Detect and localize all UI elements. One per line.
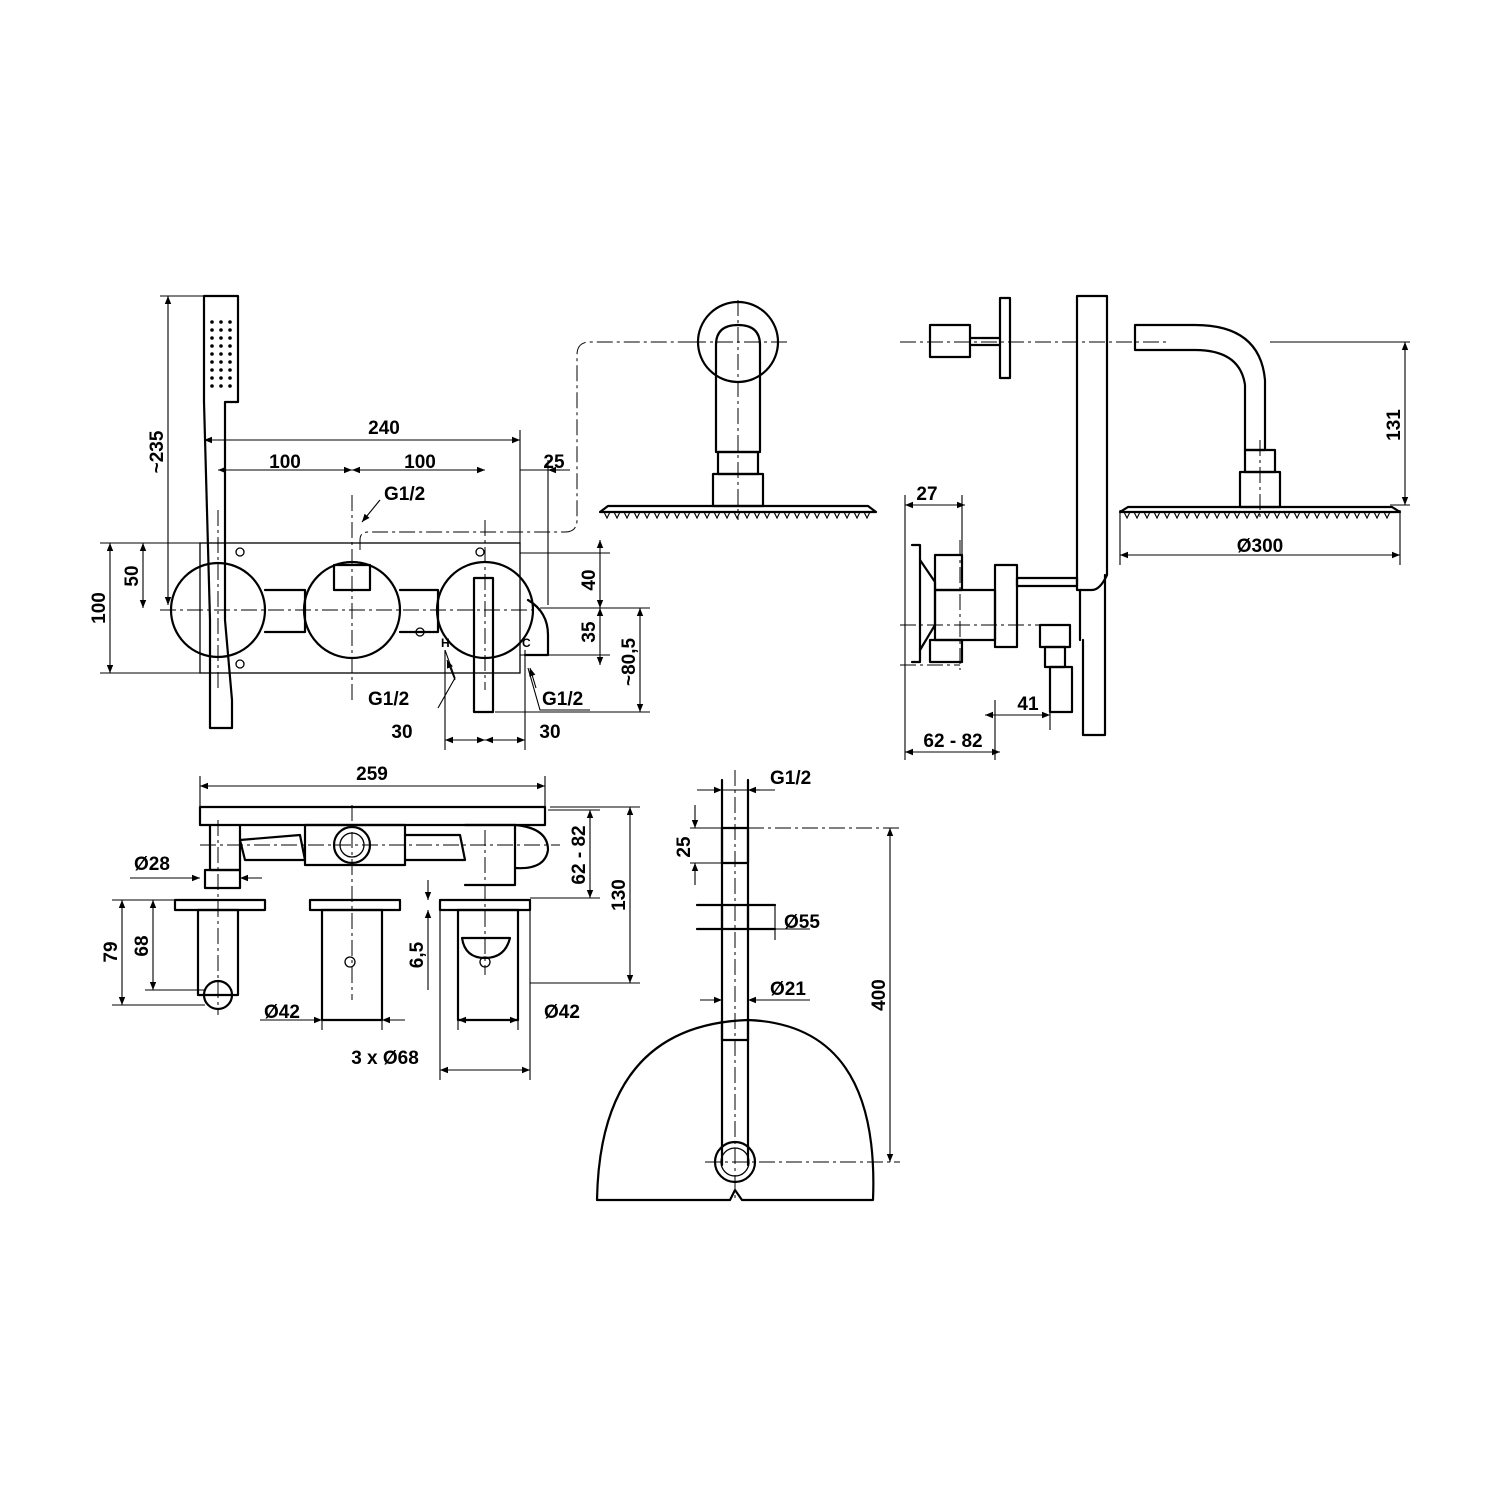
thread-g12-top: G1/2 <box>384 484 425 505</box>
rain-head-plan <box>595 1018 875 1202</box>
dim-240: 240 <box>368 418 400 439</box>
dim-400: 400 <box>869 979 890 1011</box>
pipe-right-top <box>403 833 467 862</box>
spout-top <box>513 823 550 870</box>
right-handle-top <box>456 908 520 1022</box>
dim-259: 259 <box>356 764 388 785</box>
top-view: 259 Ø28 79 68 6,5 62 - 82 130 Ø42 Ø42 3 … <box>101 764 640 1080</box>
rosette-plan <box>695 903 777 931</box>
handle-stem-side <box>1015 576 1079 588</box>
diverter-body-top <box>208 823 242 872</box>
dim-6-5: 6,5 <box>407 941 428 968</box>
shower-arm-plan: G1/2 25 Ø55 Ø21 400 <box>595 768 900 1202</box>
dim-50: 50 <box>122 565 143 586</box>
dim-27: 27 <box>916 484 937 505</box>
shower-head-side <box>1118 505 1402 514</box>
front-view: 240 100 100 25 G1/2 ~235 100 50 40 35 ~8… <box>89 294 700 750</box>
hand-shower-side <box>1075 294 1109 592</box>
side-view: 27 131 Ø300 41 62 - 82 <box>900 294 1410 760</box>
dim-30-left: 30 <box>391 722 412 743</box>
hand-outlet-top <box>203 868 242 890</box>
valve-box <box>933 588 997 642</box>
dim-68: 68 <box>132 935 153 956</box>
coupler-right <box>398 588 440 634</box>
arm-stub-side <box>928 323 972 359</box>
dim-25-arm: 25 <box>674 836 695 858</box>
right-lever-handle <box>472 576 495 714</box>
lever-top <box>460 936 512 960</box>
right-body-top <box>463 823 517 887</box>
coupler-left <box>263 588 307 634</box>
rosette-top-left <box>173 898 267 912</box>
dim-80-5: ~80,5 <box>619 638 640 687</box>
dim-100-height: 100 <box>89 592 110 624</box>
shower-arm-front <box>714 323 762 454</box>
dim-235: ~235 <box>147 430 168 473</box>
valve-box-top <box>933 553 964 592</box>
dim-30-right: 30 <box>539 722 560 743</box>
dim-41: 41 <box>1017 694 1039 715</box>
top-plate <box>198 805 547 827</box>
rosette-side <box>993 563 1019 649</box>
dim-40: 40 <box>579 569 600 590</box>
valve-box-bottom <box>928 638 964 664</box>
dim-dia-21: Ø21 <box>770 979 806 1000</box>
dim-3x68: 3 x Ø68 <box>351 1048 419 1069</box>
spout-stub <box>523 598 550 657</box>
shower-jets-side <box>1123 511 1391 520</box>
dim-dia-42-left: Ø42 <box>264 1002 300 1023</box>
thread-g12-hot: G1/2 <box>368 689 409 710</box>
hand-shower-nozzles <box>210 320 232 388</box>
dim-131: 131 <box>1384 409 1405 441</box>
outlet-side <box>1043 645 1067 669</box>
hose-connector-side <box>1048 665 1074 714</box>
dim-130: 130 <box>609 879 630 911</box>
overhead-shower-front <box>598 300 878 520</box>
hot-marker: H <box>441 636 450 650</box>
screws <box>235 547 485 669</box>
dim-100-left: 100 <box>269 452 301 473</box>
dim-25: 25 <box>543 452 565 473</box>
shower-arm-side <box>1133 323 1267 452</box>
dim-62-82-top: 62 - 82 <box>569 825 590 884</box>
thread-g12-arm: G1/2 <box>770 768 811 789</box>
dim-35: 35 <box>579 621 600 643</box>
dim-100-right: 100 <box>404 452 436 473</box>
dim-dia-28: Ø28 <box>134 854 170 875</box>
wall-line <box>910 543 922 664</box>
middle-handle-top <box>320 908 384 1022</box>
dim-79: 79 <box>101 941 122 962</box>
rosette-top-middle <box>308 898 402 912</box>
wall-bracket-side <box>998 296 1012 380</box>
dim-dia-42-right: Ø42 <box>544 1002 580 1023</box>
dim-dia-55: Ø55 <box>784 912 820 933</box>
pipe-left-top <box>238 833 307 862</box>
cold-marker: C <box>522 636 531 650</box>
thread-g12-cold: G1/2 <box>542 689 583 710</box>
hand-shower-lower-side <box>1078 573 1107 737</box>
dim-300: Ø300 <box>1237 536 1283 557</box>
hand-shower <box>202 294 240 730</box>
shower-jets <box>603 511 871 520</box>
valve-body-side <box>918 558 937 652</box>
dim-62-82-side: 62 - 82 <box>923 731 982 752</box>
outlet-nut-side <box>1038 623 1072 649</box>
